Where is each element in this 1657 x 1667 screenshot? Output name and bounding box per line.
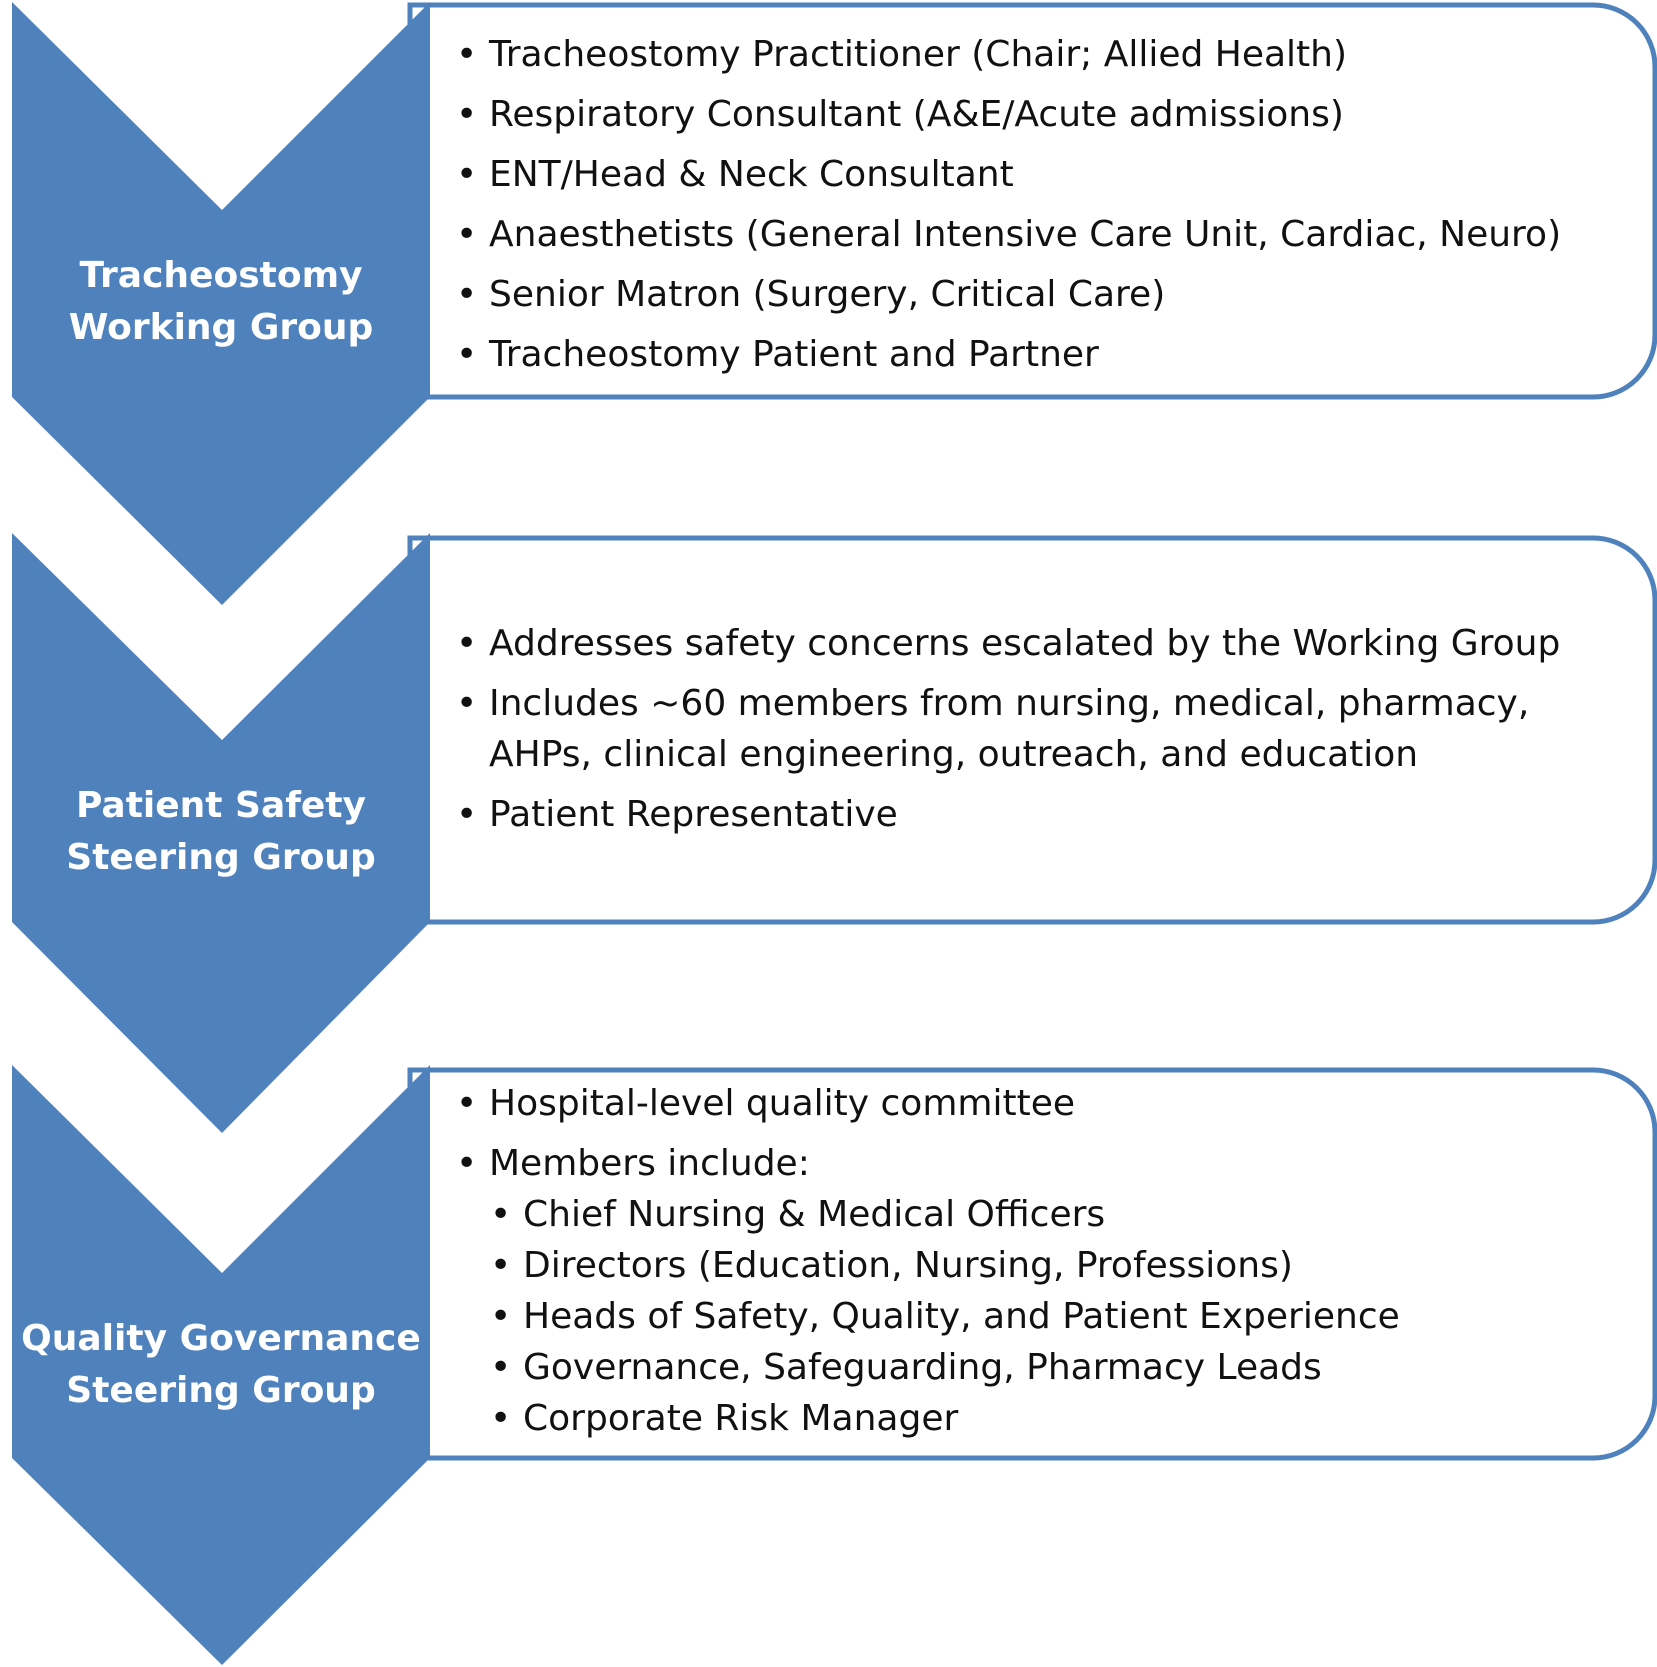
stage-2-member-list: Addresses safety concerns escalated by t… bbox=[456, 618, 1636, 840]
stage-3-member-list: Hospital-level quality committee Members… bbox=[456, 1078, 1636, 1444]
list-item-continuation: AHPs, clinical engineering, outreach, an… bbox=[489, 734, 1419, 775]
sub-list-item: Governance, Safeguarding, Pharmacy Leads bbox=[490, 1342, 1636, 1393]
list-item: Members include: bbox=[456, 1138, 1636, 1189]
sub-list-item: Heads of Safety, Quality, and Patient Ex… bbox=[490, 1291, 1636, 1342]
sub-list-item: Corporate Risk Manager bbox=[490, 1393, 1636, 1444]
stage-3-title-line-1: Quality Governance bbox=[21, 1318, 421, 1359]
stage-1-chevron bbox=[12, 2, 430, 605]
stage-2-chevron bbox=[12, 533, 430, 1133]
stage-2-title-line-1: Patient Safety bbox=[75, 785, 367, 826]
list-item: Tracheostomy Patient and Partner bbox=[456, 325, 1636, 385]
stage-1-title-line-2: Working Group bbox=[68, 307, 374, 348]
list-item: Tracheostomy Practitioner (Chair; Allied… bbox=[456, 25, 1636, 85]
list-item: ENT/Head & Neck Consultant bbox=[456, 145, 1636, 205]
stage-1-member-list: Tracheostomy Practitioner (Chair; Allied… bbox=[456, 25, 1636, 385]
stage-1-title-line-1: Tracheostomy bbox=[79, 255, 363, 296]
stage-3-chevron bbox=[12, 1065, 430, 1665]
stage-2-title: Patient Safety Steering Group bbox=[12, 780, 430, 884]
list-item: Includes ~60 members from nursing, medic… bbox=[456, 678, 1636, 729]
stage-3-title-line-2: Steering Group bbox=[66, 1370, 376, 1411]
stage-1-title: Tracheostomy Working Group bbox=[12, 250, 430, 354]
list-item: Respiratory Consultant (A&E/Acute admiss… bbox=[456, 85, 1636, 145]
stage-2-title-line-2: Steering Group bbox=[66, 837, 376, 878]
list-item: Hospital-level quality committee bbox=[456, 1078, 1636, 1129]
list-item: Anaesthetists (General Intensive Care Un… bbox=[456, 205, 1636, 265]
list-item: Addresses safety concerns escalated by t… bbox=[456, 618, 1636, 669]
list-item: Patient Representative bbox=[456, 789, 1636, 840]
list-item: Senior Matron (Surgery, Critical Care) bbox=[456, 265, 1636, 325]
stage-3-title: Quality Governance Steering Group bbox=[12, 1313, 430, 1417]
sub-list-item: Chief Nursing & Medical Officers bbox=[490, 1189, 1636, 1240]
sub-list-item: Directors (Education, Nursing, Professio… bbox=[490, 1240, 1636, 1291]
